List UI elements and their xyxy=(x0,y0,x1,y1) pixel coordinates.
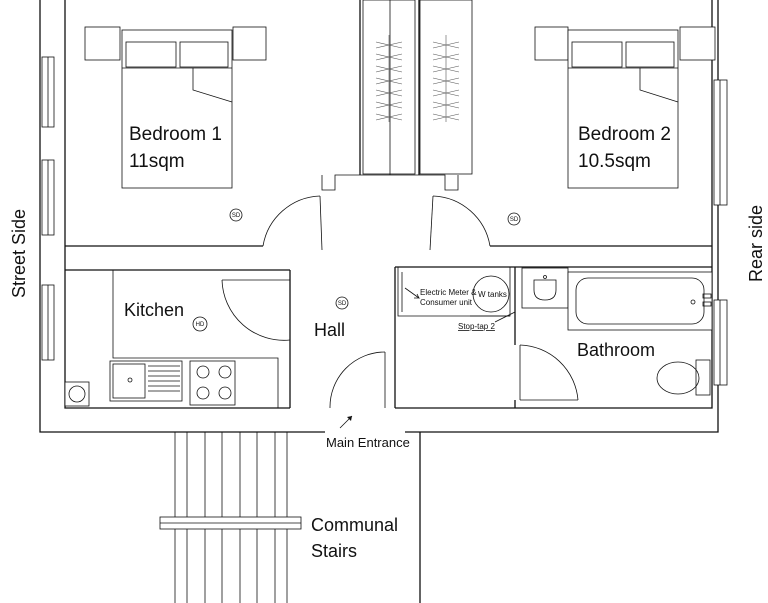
street-windows xyxy=(41,56,55,361)
heat-detector-kitchen: HD xyxy=(196,322,205,328)
bathroom-label: Bathroom xyxy=(577,340,655,360)
electric-meter-label: Electric Meter & xyxy=(420,288,477,297)
stop-tap-label: Stop-tap 2 xyxy=(458,322,495,331)
bed-2 xyxy=(534,26,716,189)
rear-side-label: Rear side xyxy=(746,205,766,282)
smoke-detector-bed1: SD xyxy=(232,213,241,219)
bedroom-1-area: 11sqm xyxy=(129,151,185,172)
interior-walls xyxy=(65,0,712,408)
bedroom-1-name: Bedroom 1 xyxy=(129,124,222,145)
detectors xyxy=(192,208,521,332)
doors xyxy=(221,195,579,409)
wardrobes xyxy=(362,0,473,175)
entrance-arrow xyxy=(339,415,353,429)
bedroom-2-name: Bedroom 2 xyxy=(578,124,671,145)
bedroom-2-area: 10.5sqm xyxy=(578,151,651,172)
communal-stairs-line-2: Stairs xyxy=(311,541,357,561)
bathroom-fittings xyxy=(521,267,713,396)
kitchen-fittings xyxy=(64,270,279,408)
smoke-detector-bed2: SD xyxy=(510,217,519,223)
main-entrance-label: Main Entrance xyxy=(326,435,410,450)
communal-stairs xyxy=(159,432,421,603)
consumer-unit-label: Consumer unit xyxy=(420,298,473,307)
rear-windows xyxy=(713,79,728,386)
utility-cupboard xyxy=(397,267,516,323)
water-tanks-label: W tanks xyxy=(478,290,507,299)
bed-1 xyxy=(84,26,267,189)
kitchen-label: Kitchen xyxy=(124,300,184,320)
smoke-detector-hall: SD xyxy=(338,301,347,307)
hall-label: Hall xyxy=(314,320,345,340)
communal-stairs-line-1: Communal xyxy=(311,515,398,535)
street-side-label: Street Side xyxy=(9,209,29,298)
